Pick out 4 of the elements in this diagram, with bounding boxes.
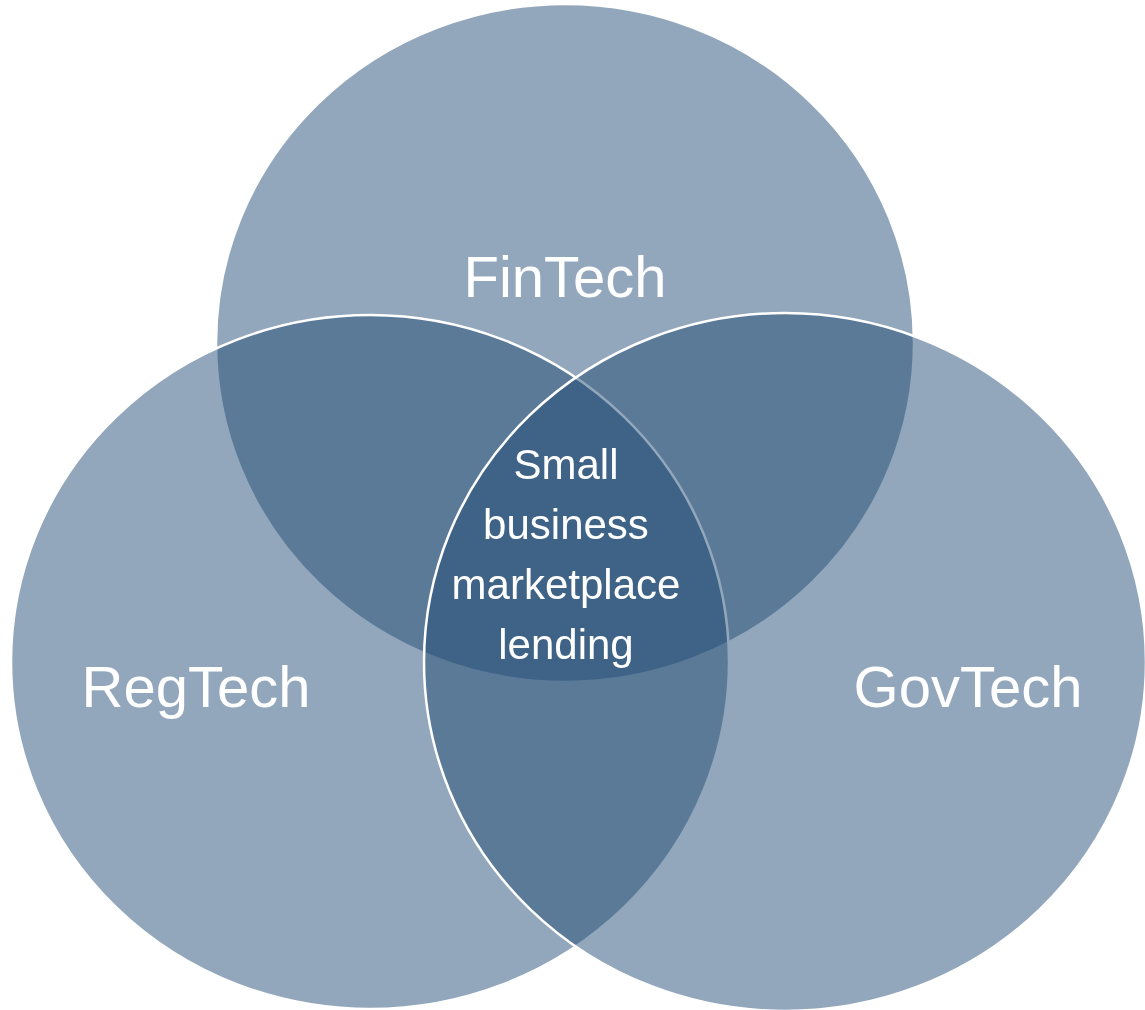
overlap-label: Small business marketplace lending <box>450 440 682 670</box>
circle-label: RegTech <box>81 652 311 720</box>
circle-label: GovTech <box>853 652 1083 720</box>
circle-label: FinTech <box>463 242 667 310</box>
